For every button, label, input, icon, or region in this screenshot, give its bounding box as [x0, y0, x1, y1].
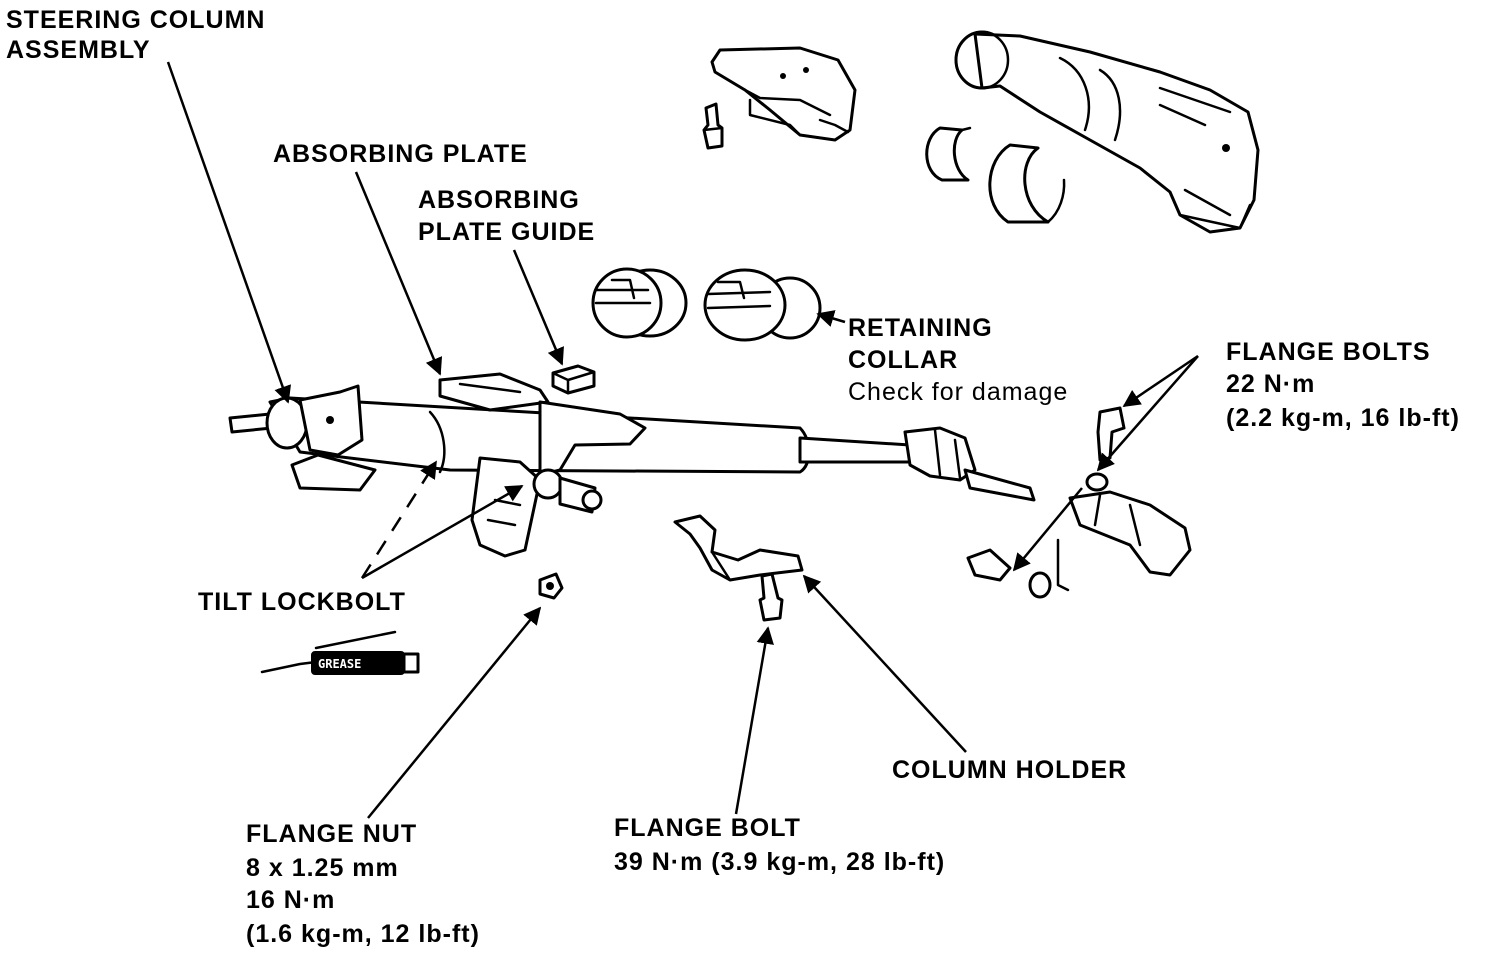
steering-column-assembly-line2: ASSEMBLY	[6, 36, 151, 64]
column-holder-label: COLUMN HOLDER	[892, 756, 1127, 784]
absorbing-plate-label: ABSORBING PLATE	[273, 140, 528, 168]
cover-clip-large-part	[988, 143, 1066, 224]
retaining-collar-half-right-part	[703, 268, 822, 342]
flange-bolts-torque-alt: (2.2 kg-m, 16 lb-ft)	[1226, 404, 1460, 432]
flange-nut-size: 8 x 1.25 mm	[246, 854, 399, 882]
steering-column-part	[228, 372, 1036, 558]
cover-clip-small-part	[925, 126, 972, 182]
grease-label: GREASE	[318, 657, 361, 671]
flange-bolts-part	[966, 406, 1192, 599]
retaining-collar-line1: RETAINING	[848, 314, 993, 342]
retaining-collar-note: Check for damage	[848, 378, 1068, 406]
column-cover-part	[954, 30, 1260, 234]
absorbing-plate-guide-part	[551, 364, 596, 395]
flange-nut-torque-alt: (1.6 kg-m, 12 lb-ft)	[246, 920, 480, 948]
absorbing-plate-guide-label: ABSORBING PLATE GUIDE	[418, 186, 595, 246]
flange-nut-label: FLANGE NUT 8 x 1.25 mm 16 N·m (1.6 kg-m,…	[246, 820, 480, 948]
steering-column-assembly-label: STEERING COLUMN ASSEMBLY	[6, 6, 265, 64]
absorbing-plate-guide-line2: PLATE GUIDE	[418, 218, 595, 246]
steering-column-assembly-line1: STEERING COLUMN	[6, 6, 265, 34]
flange-nut-part	[538, 572, 564, 600]
upper-bracket-part	[710, 46, 857, 142]
flange-bolts-label: FLANGE BOLTS 22 N·m (2.2 kg-m, 16 lb-ft)	[1226, 338, 1460, 432]
flange-bolt-line1: FLANGE BOLT	[614, 814, 801, 842]
tilt-lockbolt-label: TILT LOCKBOLT	[198, 588, 406, 616]
upper-bracket-bolt-part	[702, 102, 724, 150]
retaining-collar-label: RETAINING COLLAR Check for damage	[848, 314, 1068, 406]
flange-bolt-label: FLANGE BOLT 39 N·m (3.9 kg-m, 28 lb-ft)	[614, 814, 945, 876]
flange-nut-torque-nm: 16 N·m	[246, 886, 335, 914]
flange-bolt-torque: 39 N·m (3.9 kg-m, 28 lb-ft)	[614, 848, 945, 876]
absorbing-plate-guide-line1: ABSORBING	[418, 186, 580, 214]
leader-lines	[166, 61, 1199, 819]
column-holder-part	[673, 514, 804, 622]
retaining-collar-line2: COLLAR	[848, 346, 958, 374]
flange-nut-line1: FLANGE NUT	[246, 820, 417, 848]
flange-bolts-torque-nm: 22 N·m	[1226, 370, 1315, 398]
grease-tube-part: GREASE	[260, 630, 420, 675]
flange-bolts-line1: FLANGE BOLTS	[1226, 338, 1431, 366]
retaining-collar-half-left-part	[591, 267, 688, 339]
